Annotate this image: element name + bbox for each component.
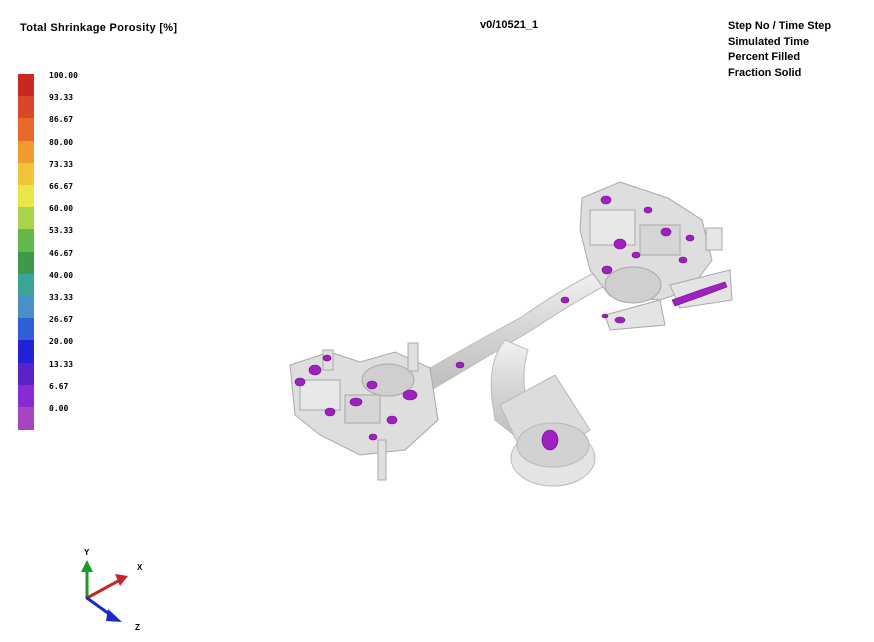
- legend-label: 86.67: [49, 115, 74, 125]
- info-step-time: Step No / Time Step: [728, 20, 832, 32]
- legend-label: 6.67: [49, 381, 69, 391]
- z-axis-label: Z: [135, 623, 140, 632]
- legend-row: 40.00: [18, 270, 118, 297]
- legend-label: 0.00: [49, 404, 69, 413]
- legend-swatch: [18, 74, 34, 97]
- legend-row: 53.33: [18, 226, 118, 253]
- legend-row: 66.67: [18, 182, 118, 208]
- legend-row: 0.00: [18, 404, 118, 430]
- legend-swatch: [18, 207, 34, 231]
- right-casting: [579, 181, 733, 331]
- x-axis-arrow: [85, 578, 122, 600]
- legend-label: 53.33: [49, 226, 74, 236]
- legend-row: 6.67: [18, 381, 118, 408]
- legend-swatch: [18, 362, 34, 386]
- legend-row: 100.00: [18, 71, 118, 97]
- legend-swatch: [18, 185, 34, 208]
- legend-label: 80.00: [49, 137, 74, 147]
- legend-label: 20.00: [49, 337, 74, 347]
- legend-label: 100.00: [49, 71, 78, 80]
- porosity-spots: [294, 195, 728, 451]
- info-fraction-solid: Fraction Solid: [728, 66, 802, 79]
- legend-row: 46.67: [18, 248, 118, 275]
- legend-swatch: [18, 162, 34, 186]
- legend-label: 93.33: [49, 93, 74, 103]
- legend-swatch: [18, 407, 34, 430]
- legend-label: 60.00: [49, 204, 74, 214]
- legend-row: 73.33: [18, 159, 118, 186]
- legend-label: 40.00: [49, 270, 74, 280]
- info-percent-filled: Percent Filled: [728, 51, 801, 63]
- legend-swatch: [18, 384, 34, 408]
- legend-title: Total Shrinkage Porosity [%]: [20, 22, 178, 34]
- legend-label: 73.33: [49, 159, 74, 169]
- legend-swatch: [18, 318, 34, 342]
- legend-row: 20.00: [18, 337, 118, 364]
- x-axis-label: X: [137, 563, 143, 572]
- legend-row: 26.67: [18, 315, 118, 342]
- legend-label: 13.33: [49, 359, 74, 369]
- y-axis-label: Y: [84, 548, 90, 557]
- legend-swatch: [18, 96, 34, 120]
- legend-swatch: [18, 340, 34, 364]
- legend-row: 93.33: [18, 93, 118, 120]
- legend-label: 46.67: [49, 248, 74, 258]
- left-casting: [289, 342, 439, 481]
- info-panel: Step No / Time Step Simulated Time Perce…: [728, 19, 831, 81]
- legend-swatch: [18, 251, 34, 275]
- legend-swatch: [18, 140, 34, 164]
- legend-swatch: [18, 229, 34, 253]
- legend-swatch: [18, 296, 34, 319]
- run-id: v0/10521_1: [480, 19, 539, 31]
- axis-triad: [81, 560, 128, 622]
- legend-row: 80.00: [18, 137, 118, 164]
- legend-row: 13.33: [18, 359, 118, 386]
- legend-label: 66.67: [49, 182, 74, 191]
- legend-label: 26.67: [49, 315, 74, 325]
- legend-row: 33.33: [18, 293, 118, 319]
- legend-swatch: [18, 118, 34, 142]
- legend-label: 33.33: [49, 293, 74, 302]
- info-simulated-time: Simulated Time: [728, 35, 810, 48]
- legend-row: 60.00: [18, 204, 118, 231]
- legend-row: 86.67: [18, 115, 118, 142]
- legend-swatch: [18, 273, 34, 297]
